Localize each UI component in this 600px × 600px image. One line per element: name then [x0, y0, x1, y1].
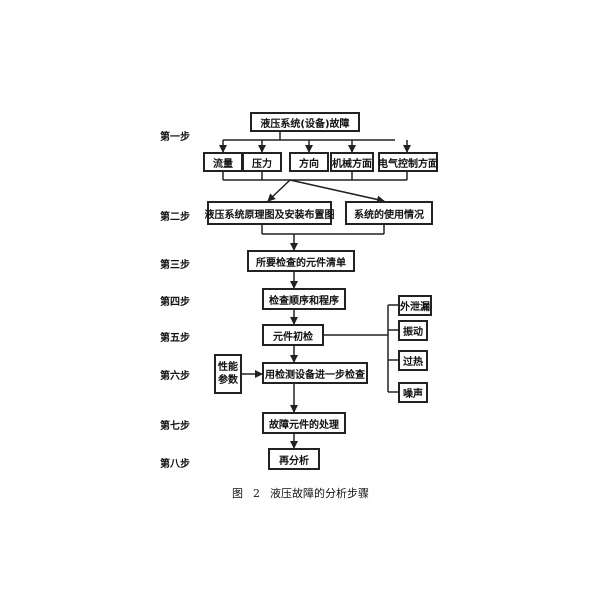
caption-figure-number: 2 [253, 487, 260, 500]
step-label-7: 第七步 [160, 421, 190, 432]
node-schematic-layout: 液压系统原理图及安装布置图 [205, 201, 335, 225]
node-checklist: 所要检查的元件清单 [247, 250, 355, 272]
step-label-6: 第六步 [160, 371, 190, 382]
node-direction: 方向 [289, 152, 329, 172]
node-overheat: 过热 [398, 350, 428, 371]
node-noise: 噪声 [398, 382, 428, 403]
node-fault-handling: 故障元件的处理 [262, 412, 346, 434]
caption-figure-label: 图 [232, 487, 243, 500]
caption-title: 液压故障的分析步骤 [270, 487, 369, 500]
node-reanalysis: 再分析 [268, 448, 320, 470]
node-external-leak: 外泄漏 [398, 295, 432, 316]
node-performance-params: 性能参数 [214, 354, 242, 394]
node-vibration: 振动 [398, 320, 428, 341]
step-label-1: 第一步 [160, 132, 190, 143]
step-label-4: 第四步 [160, 297, 190, 308]
node-mechanical: 机械方面 [330, 152, 374, 172]
node-pressure: 压力 [242, 152, 282, 172]
step-label-2: 第二步 [160, 212, 190, 223]
node-further-check: 用检测设备进一步检查 [262, 362, 368, 384]
node-check-sequence: 检查顺序和程序 [262, 288, 346, 310]
node-electrical: 电气控制方面 [378, 152, 438, 172]
node-hydraulic-fault: 液压系统(设备)故障 [250, 112, 360, 132]
step-label-8: 第八步 [160, 459, 190, 470]
node-usage-status: 系统的使用情况 [345, 201, 433, 225]
node-flow: 流量 [203, 152, 243, 172]
node-initial-check: 元件初检 [262, 324, 324, 346]
step-label-3: 第三步 [160, 260, 190, 271]
step-label-5: 第五步 [160, 333, 190, 344]
